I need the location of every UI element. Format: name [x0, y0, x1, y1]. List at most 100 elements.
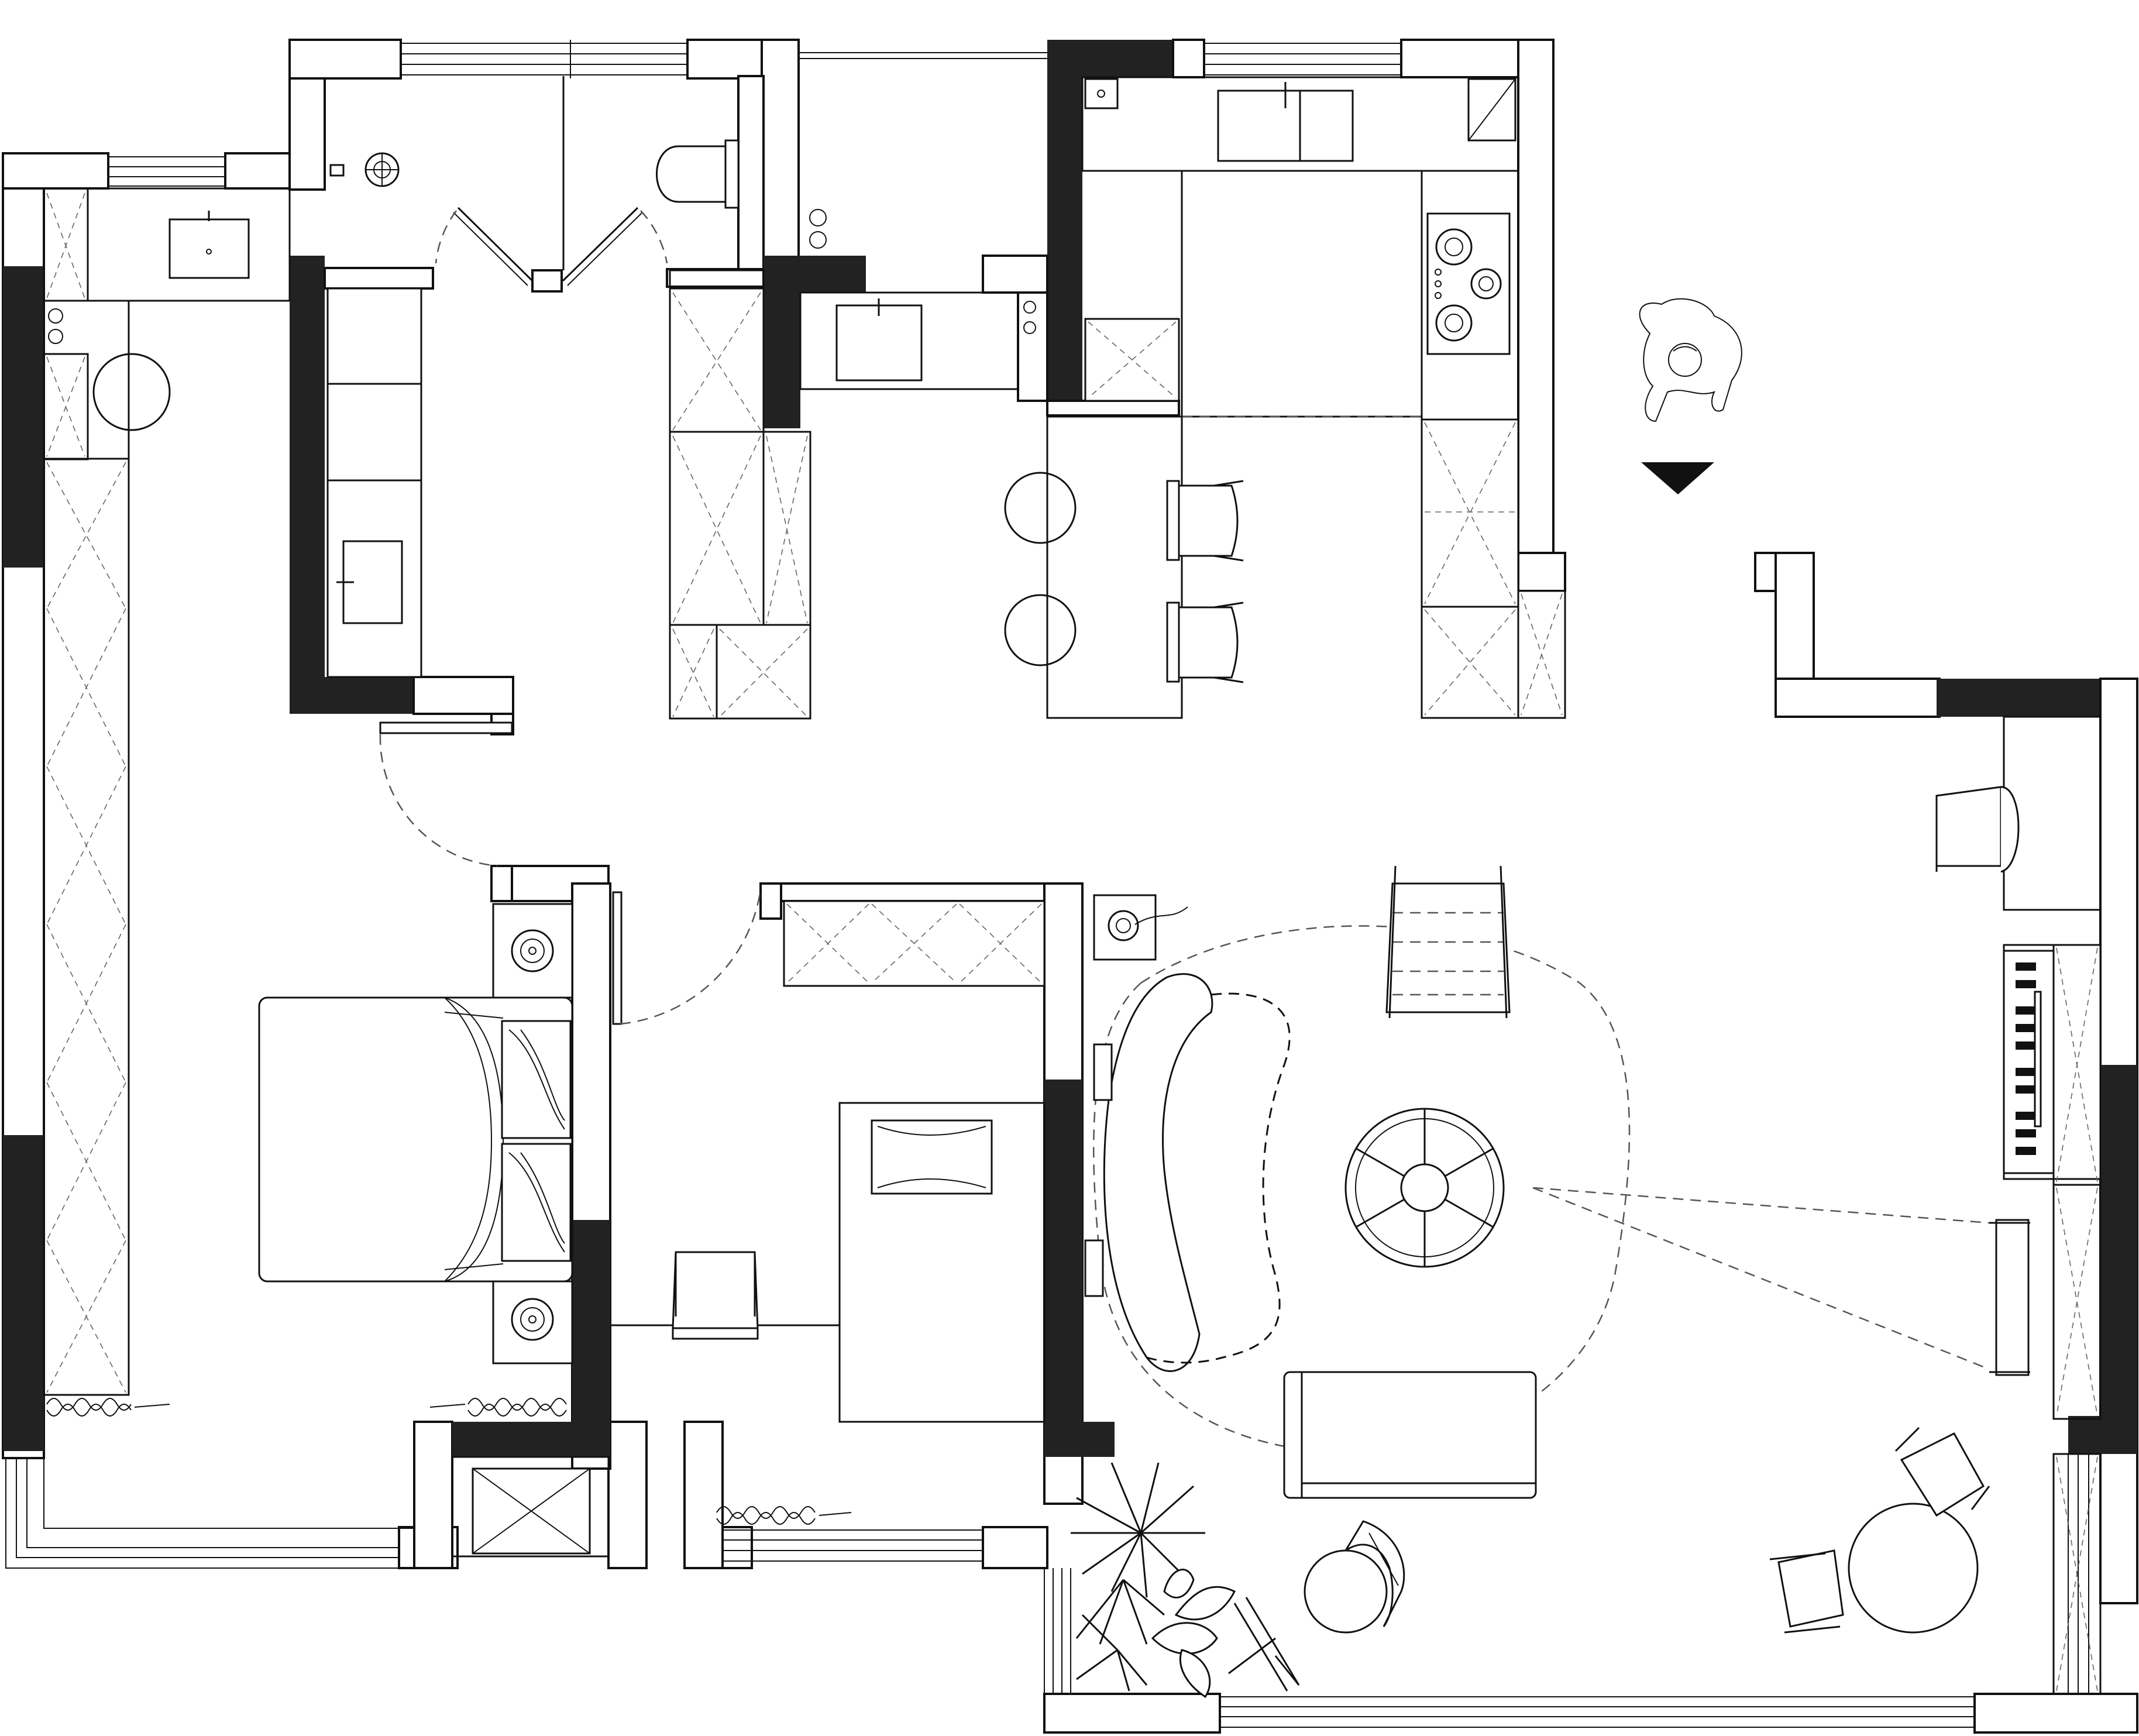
washer-drum	[92, 353, 171, 431]
kitchen	[1004, 76, 1566, 719]
bottom-wall-living-left	[1043, 1693, 1221, 1734]
pillow-icon	[501, 1020, 572, 1139]
bath-left-wall	[290, 256, 325, 714]
top-left-return	[224, 152, 291, 190]
window-icon	[723, 1529, 983, 1562]
gas-stove-icon	[1426, 212, 1511, 355]
bottom-wall-balcony-left	[982, 1526, 1048, 1569]
window-icon	[108, 156, 225, 187]
bath-shelf	[324, 267, 434, 290]
chair-icon	[1166, 601, 1244, 683]
pillow-icon	[871, 1119, 993, 1195]
chair-icon	[1769, 1549, 1844, 1634]
washer-knob	[48, 329, 63, 344]
left-wall-column-top	[3, 266, 44, 568]
kitchen-island	[1046, 415, 1183, 719]
entry-wall-lower	[1775, 678, 1941, 718]
right-wall-column-mid	[2100, 1065, 2137, 1451]
bath-bottom-stub	[412, 676, 514, 715]
tv-view-line	[1532, 1187, 1990, 1224]
lounge-chair	[1385, 865, 1511, 1019]
pillow-icon	[501, 1143, 572, 1262]
sink-icon	[835, 298, 923, 381]
right-wardrobe	[2052, 1453, 2102, 1695]
kitchen-left-wall	[1047, 40, 1082, 414]
bar-stool	[1004, 472, 1077, 544]
bottom-pier-right2	[683, 1421, 724, 1569]
bedroom-right-column	[572, 1220, 610, 1454]
nightstand	[492, 903, 573, 999]
left-storage	[43, 187, 852, 1525]
curtain-icon	[46, 1398, 852, 1525]
entrance-arrow-icon	[1641, 462, 1714, 494]
toilet-icon	[656, 139, 740, 209]
chair-icon	[1166, 480, 1244, 562]
window-icon	[799, 52, 1047, 59]
washer-knob	[48, 308, 63, 324]
piano-icon	[2003, 944, 2102, 1180]
window-icon	[1220, 1696, 1975, 1728]
wardrobe	[43, 458, 130, 1396]
chair-icon	[672, 1251, 759, 1340]
chair-icon	[1935, 786, 2020, 873]
corner-cabinet	[1467, 78, 1516, 142]
nightstand	[492, 1280, 573, 1364]
laundry-wall-left	[764, 256, 800, 428]
door-post	[531, 269, 563, 293]
kitchen-rail	[1046, 400, 1180, 417]
laundry-wall-right-stub	[982, 255, 1048, 294]
person-icon	[1639, 298, 1742, 422]
kitchen-inner-pier	[1017, 291, 1048, 402]
bottom-pier-left	[413, 1421, 453, 1569]
fridge	[1084, 78, 1119, 109]
study-bottom-column	[1044, 1422, 1115, 1457]
balcony-railing	[5, 1451, 2089, 1694]
living-room	[1071, 716, 2102, 1699]
sink-icon	[1217, 82, 1354, 162]
study-top-left	[759, 882, 782, 920]
right-wardrobe	[2052, 1184, 2102, 1420]
sofa-icon	[1084, 973, 1291, 1372]
door-swing-icon	[435, 207, 668, 286]
study-top-wall	[759, 882, 1048, 902]
kitchen-top-pier	[1172, 39, 1205, 78]
plant-icon	[1071, 1462, 1236, 1699]
left-wall-column-bottom	[3, 1135, 44, 1451]
floor-lamp	[1228, 1597, 1300, 1692]
bed-icon	[258, 996, 573, 1283]
door-swing-icon	[379, 721, 762, 1025]
bar-stool	[1004, 594, 1077, 666]
top-left-wall	[2, 152, 109, 190]
tv-view-line	[1532, 1187, 1990, 1370]
bottom-wall-right	[1973, 1693, 2138, 1734]
balcony-cabinet	[451, 1456, 610, 1558]
kitchen-right-jog	[1517, 552, 1566, 592]
dining-table	[1769, 1426, 1990, 1634]
bedroom-notch	[490, 865, 513, 902]
master-bedroom	[258, 721, 762, 1558]
laundry-area	[669, 209, 1036, 720]
bedroom-bottom-wall	[452, 1422, 610, 1457]
exterior-walls	[2, 39, 2138, 1734]
bottom-pier-right	[607, 1421, 648, 1569]
kitchen-top-block	[1047, 40, 1173, 77]
washer-knob	[809, 231, 827, 249]
right-wall-column-low	[2068, 1416, 2137, 1454]
chair-icon	[1304, 1520, 1405, 1634]
bath-top-left	[288, 39, 402, 80]
kitchen-right-wall	[1517, 39, 1555, 591]
tv-icon	[1989, 1219, 2030, 1376]
study	[610, 900, 1046, 1423]
sink-icon	[168, 211, 250, 279]
entrance	[1639, 298, 1742, 494]
window-icon	[1204, 43, 1401, 75]
chair-icon	[1894, 1426, 1990, 1517]
single-bed	[838, 1102, 1046, 1423]
bath-cabinets	[326, 287, 422, 678]
study-right-column	[1044, 1080, 1082, 1454]
shower-partition	[666, 268, 765, 288]
floor-drain-icon	[329, 152, 400, 187]
bath-divider	[737, 75, 765, 270]
washer-knob	[809, 209, 827, 226]
